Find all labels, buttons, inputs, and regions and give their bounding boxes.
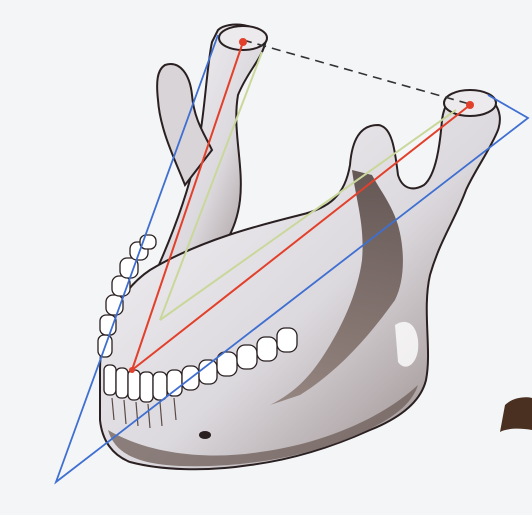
- tooth: [199, 360, 217, 384]
- mental-foramen: [199, 431, 211, 439]
- incisal-point: [129, 367, 135, 373]
- mandible-body: [100, 90, 500, 469]
- tooth: [277, 328, 297, 352]
- background-object: [500, 397, 532, 432]
- tooth: [116, 368, 128, 398]
- tooth: [104, 365, 116, 395]
- right-condyle-point: [466, 101, 474, 109]
- tooth: [153, 372, 167, 400]
- tooth: [257, 337, 277, 361]
- tooth: [140, 372, 153, 402]
- tooth: [237, 345, 257, 369]
- tooth: [128, 370, 140, 400]
- tooth: [167, 370, 182, 396]
- dashed-intercondylar-line: [243, 40, 473, 105]
- left-condyle-point: [239, 38, 247, 46]
